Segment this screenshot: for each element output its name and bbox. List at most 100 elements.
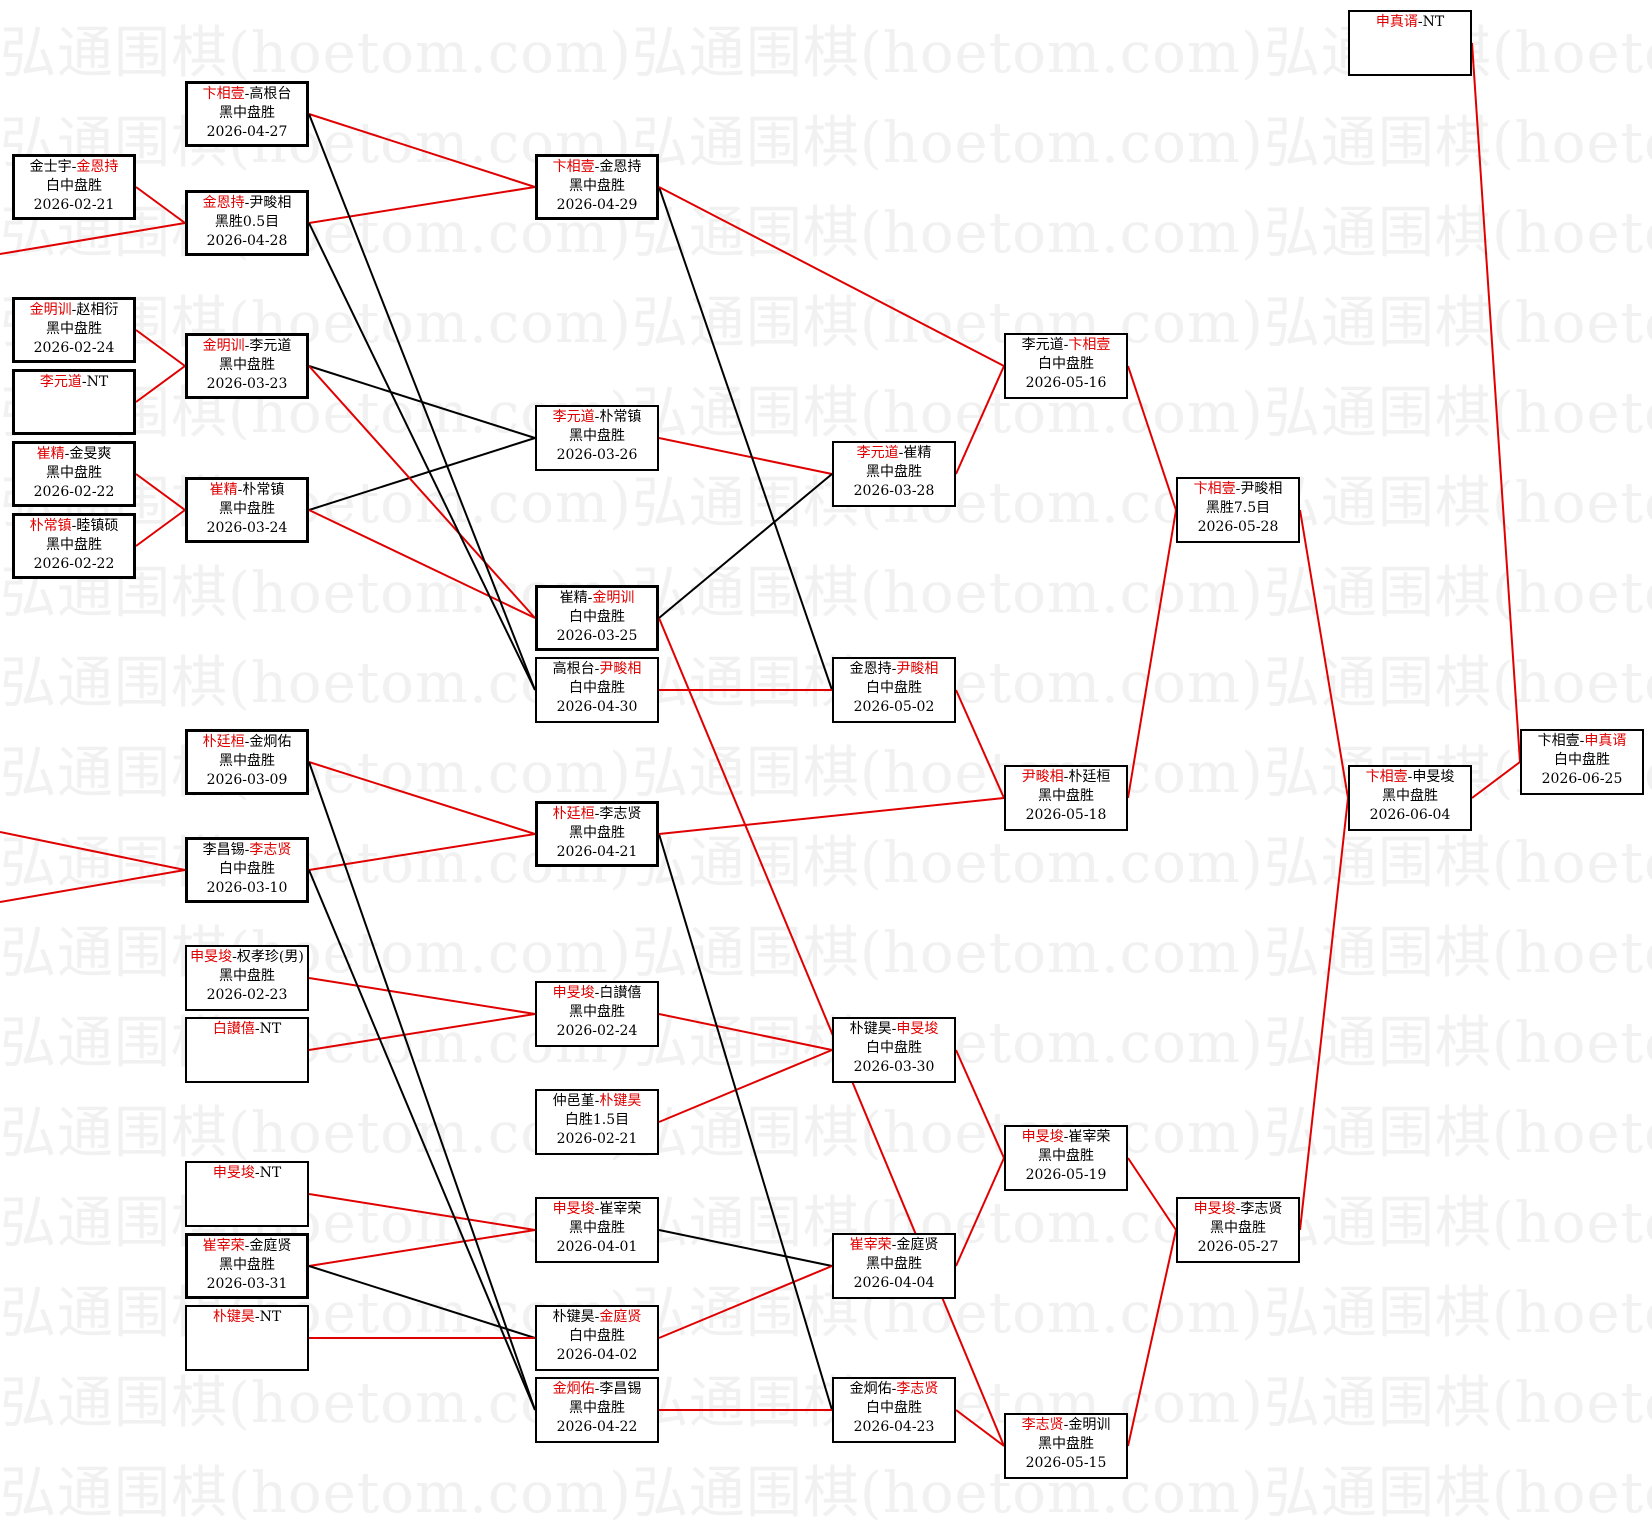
player-black: 仲邑堇 [552, 1093, 595, 1109]
loser-line [308, 113, 536, 691]
match-date: 2026-02-24 [33, 340, 115, 356]
match-box[interactable]: 申旻埈-NT [185, 1161, 309, 1227]
match-players: 金明训-李元道 [202, 338, 292, 354]
match-result [187, 1039, 307, 1058]
player-white: NT [259, 1021, 282, 1037]
winner-line [1299, 509, 1349, 799]
match-players: 金明训-赵相衍 [29, 302, 119, 318]
match-date: 2026-04-04 [853, 1275, 935, 1291]
player-black: 金明训 [202, 338, 245, 354]
winner-line [955, 1409, 1005, 1447]
player-white: 赵相衍 [76, 302, 119, 318]
match-box[interactable]: 朴键昊-NT [185, 1305, 309, 1371]
loser-line [308, 222, 536, 691]
match-date: 2026-05-15 [1025, 1455, 1107, 1471]
match-result: 白中盘胜 [1038, 356, 1094, 372]
match-result: 白中盘胜 [866, 1040, 922, 1056]
match-box[interactable]: 白讃僖-NT [185, 1017, 309, 1083]
match-result: 白中盘胜 [569, 609, 625, 625]
winner-line [1299, 797, 1349, 1231]
player-white: 李昌锡 [599, 1381, 642, 1397]
player-white: 卞相壹 [1068, 337, 1111, 353]
match-date: 2026-02-22 [33, 484, 115, 500]
match-box[interactable]: 李元道-NT [12, 369, 136, 435]
match-result: 黑中盘胜 [219, 105, 275, 121]
match-date: 2026-02-21 [556, 1131, 638, 1147]
match-result: 黑胜0.5目 [214, 214, 280, 230]
match-players: 卞相壹-申真谞 [1537, 733, 1627, 749]
winner-line [658, 1049, 833, 1123]
match-date [15, 411, 133, 430]
match-players: 申旻埈-权孝珍(男) [190, 949, 304, 965]
player-black: 朴键昊 [212, 1309, 255, 1325]
player-black: 金士宇 [29, 159, 72, 175]
winner-line [308, 1013, 536, 1051]
match-date: 2026-05-27 [1197, 1239, 1279, 1255]
match-result [187, 1327, 307, 1346]
match-date: 2026-02-22 [33, 556, 115, 572]
match-result: 白中盘胜 [1554, 752, 1610, 768]
player-black: 朴常镇 [29, 518, 72, 534]
match-players: 崔精-金明训 [559, 590, 635, 606]
match-box[interactable]: 申真谞-NT [1348, 10, 1472, 76]
player-black: 金恩持 [849, 661, 892, 677]
player-white: 李志贤 [1240, 1201, 1283, 1217]
match-result: 白中盘胜 [569, 680, 625, 696]
match-players: 仲邑堇-朴键昊 [552, 1093, 642, 1109]
match-result: 白中盘胜 [46, 178, 102, 194]
winner-line [308, 509, 536, 619]
match-players: 朴键昊-NT [212, 1309, 282, 1325]
player-white: 李志贤 [896, 1381, 939, 1397]
match-result [1350, 32, 1470, 51]
match-date: 2026-05-16 [1025, 375, 1107, 391]
match-date: 2026-04-21 [556, 844, 638, 860]
player-black: 崔宰荣 [202, 1238, 245, 1254]
match-result: 黑中盘胜 [866, 1256, 922, 1272]
match-players: 卞相壹-高根台 [202, 86, 292, 102]
match-players: 朴键昊-申旻埈 [849, 1021, 939, 1037]
match-players: 金恩持-尹畯相 [202, 195, 292, 211]
match-date [187, 1058, 307, 1077]
winner-line [1127, 509, 1177, 799]
loser-line [658, 473, 833, 619]
loser-line [658, 186, 833, 691]
match-players: 朴常镇-睦镇硕 [29, 518, 119, 534]
player-white: NT [259, 1309, 282, 1325]
